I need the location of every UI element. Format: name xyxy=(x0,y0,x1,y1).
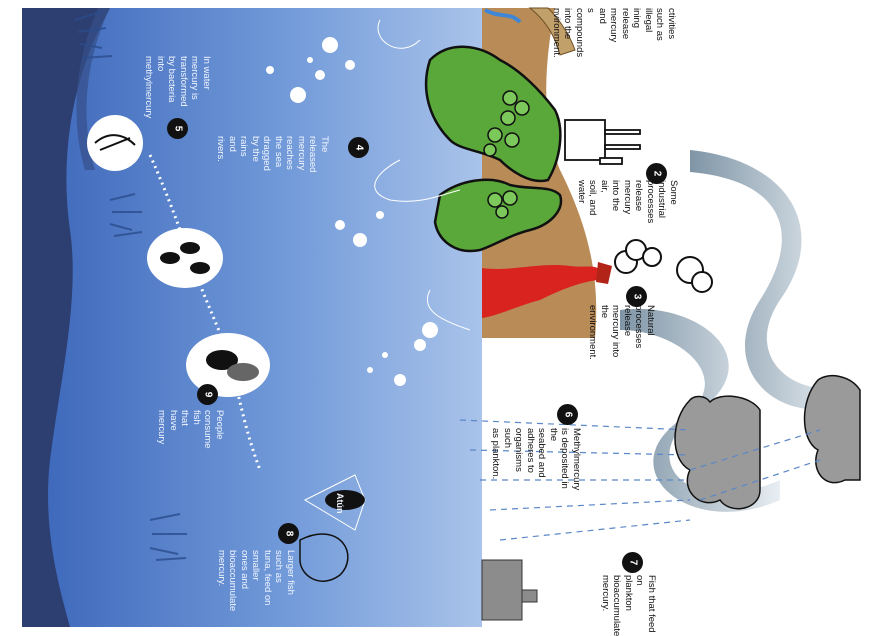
step-3-text: Natural processes release mercury into t… xyxy=(587,305,656,360)
step-badge-5: 5 xyxy=(167,118,188,139)
small-fish-circle xyxy=(147,228,223,288)
step-9-text: People consume fish that have mercury xyxy=(156,410,225,449)
step-badge-7: 7 xyxy=(622,552,643,573)
step-badge-9: 9 xyxy=(197,384,218,405)
tuna-label-text: Atún xyxy=(334,493,346,514)
step-4-text: The released mercury reaches the sea dra… xyxy=(215,136,330,172)
step-badge-3: 3 xyxy=(626,286,647,307)
sea-water xyxy=(22,8,482,627)
step-badge-8: 8 xyxy=(278,523,299,544)
tuna-gray-icon xyxy=(227,363,259,381)
top-caption-text: ctivities such as illegal ining release … xyxy=(551,8,678,58)
step-badge-6: 6 xyxy=(557,404,578,425)
step-6-text: Methylmercury is deposited in the seabed… xyxy=(490,428,582,490)
boat-icon xyxy=(482,560,537,620)
step-5-text: In water mercury is transformed by bacte… xyxy=(143,56,212,118)
tuna-detail-icon xyxy=(325,490,365,510)
step-2-text: Some industrial processes release mercur… xyxy=(576,180,680,223)
rain-cloud-2 xyxy=(805,376,861,483)
step-8-text: Larger fish such as tuna, feed on smalle… xyxy=(216,550,297,611)
step-badge-4: 4 xyxy=(348,137,369,158)
